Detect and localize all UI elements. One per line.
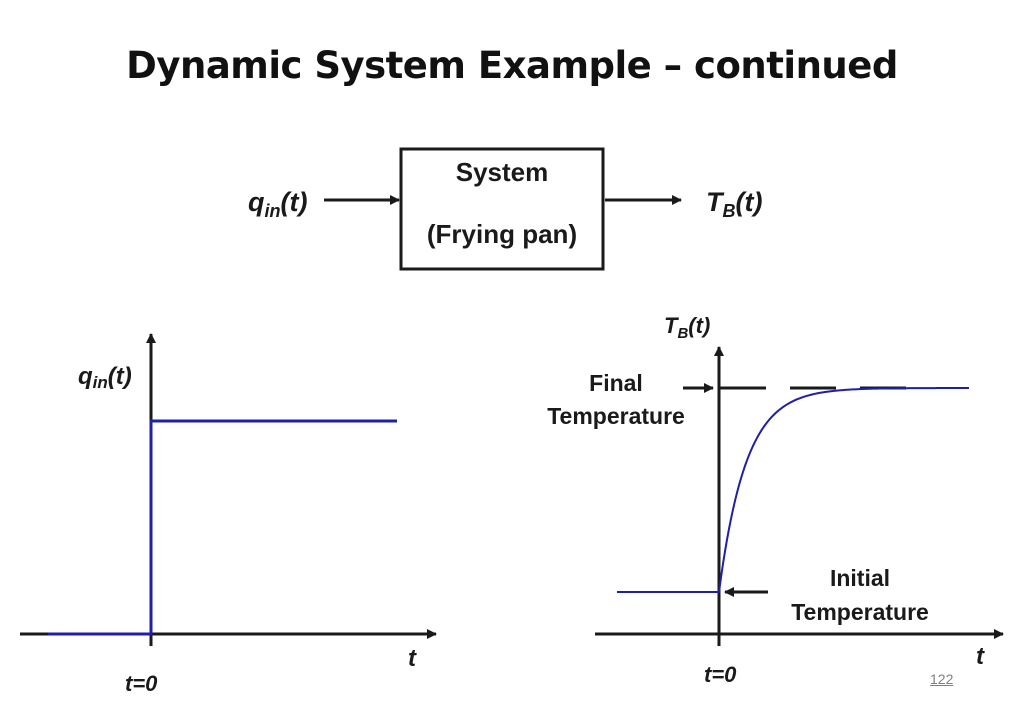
page-number: 122 (930, 671, 954, 687)
temperature-response-plot: TB(t) Final Temperature Initial Temperat… (547, 313, 1004, 687)
input-step-plot: qin(t) t t=0 (20, 333, 437, 696)
step-input-curve (48, 419, 397, 636)
right-t0-label: t=0 (704, 662, 737, 687)
temperature-response-curve (617, 387, 969, 593)
left-y-axis-label: qin(t) (78, 363, 132, 392)
block-diagram: qin(t) System (Frying pan) TB(t) (248, 147, 762, 271)
system-box-title: System (456, 157, 549, 187)
slide-title: Dynamic System Example – continued (126, 44, 898, 87)
system-box-subtitle: (Frying pan) (427, 219, 577, 249)
final-temperature-label-line2: Temperature (547, 403, 685, 429)
input-signal-label: qin(t) (248, 187, 307, 221)
final-temperature-label-line1: Final (589, 370, 643, 396)
output-signal-label: TB(t) (706, 187, 762, 221)
right-y-axis-label: TB(t) (664, 313, 710, 342)
initial-temperature-label-line1: Initial (830, 565, 890, 591)
left-t0-label: t=0 (125, 671, 158, 696)
initial-temperature-label-line2: Temperature (791, 599, 929, 625)
right-x-axis-label: t (976, 643, 985, 670)
left-x-axis-label: t (408, 645, 417, 672)
system-box (399, 147, 605, 271)
